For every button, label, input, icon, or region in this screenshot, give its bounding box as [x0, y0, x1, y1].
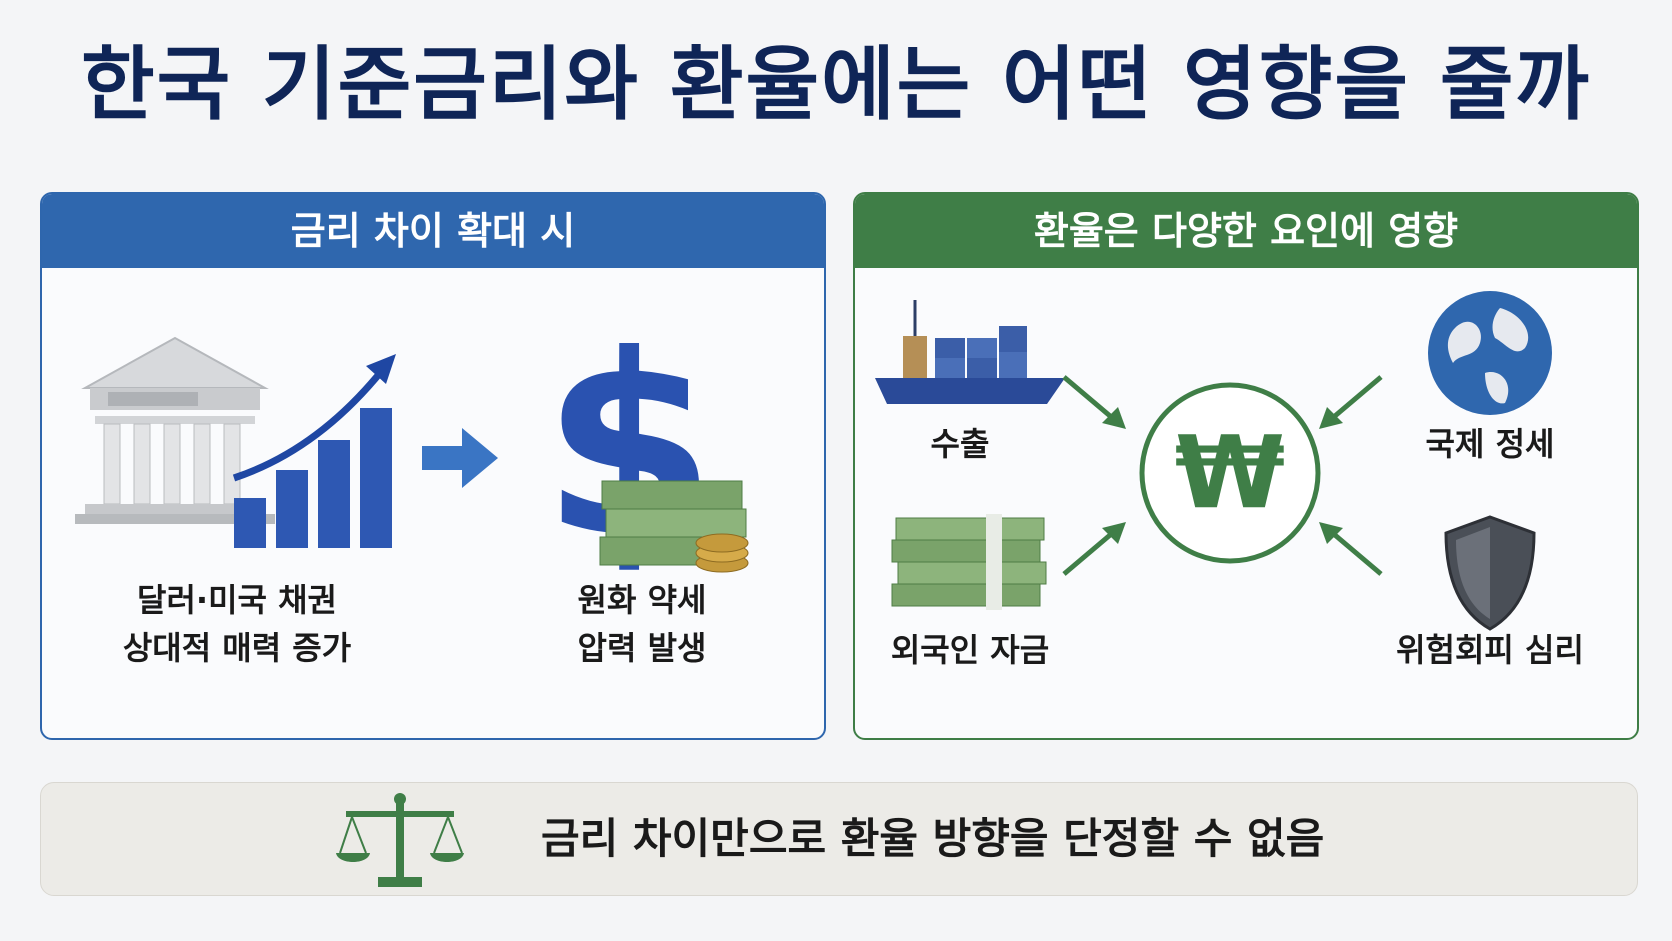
won-circle-icon: [1139, 382, 1321, 564]
factor-risk-aversion-label: 위험회피 심리: [1396, 631, 1584, 669]
conclusion-text: 금리 차이만으로 환율 방향을 단정할 수 없음: [541, 814, 1325, 863]
won-symbol: ₩: [1174, 414, 1286, 531]
right-arrow-icon: [422, 428, 498, 488]
factor-geopolitics-label: 국제 정세: [1425, 425, 1555, 463]
won-weakness-label: 원화 약세 압력 발생: [492, 576, 792, 672]
exchange-factors-panel: 환율은 다양한 요인에 영향 ₩ 수출 국제 정세: [853, 192, 1639, 740]
shield-icon: [1444, 515, 1536, 631]
growth-chart-icon: [232, 354, 396, 548]
dollar-bond-label: 달러·미국 채권 상대적 매력 증가: [72, 576, 402, 672]
arrow-from-globe-icon: [1319, 375, 1383, 429]
bank-building-icon: [75, 336, 275, 524]
arrow-from-risk-icon: [1319, 522, 1383, 576]
dollar-money-icon: $: [542, 301, 749, 592]
won-weakness-line2: 압력 발생: [577, 629, 707, 667]
exchange-factors-body: ₩ 수출 국제 정세 외국인: [855, 268, 1637, 738]
interest-gap-panel: 금리 차이 확대 시: [40, 192, 826, 740]
won-weakness-line1: 원화 약세: [577, 581, 707, 619]
exchange-factors-heading: 환율은 다양한 요인에 영향: [855, 194, 1637, 268]
conclusion-banner: 금리 차이만으로 환율 방향을 단정할 수 없음: [40, 782, 1638, 896]
dollar-bond-line2: 상대적 매력 증가: [122, 629, 352, 667]
interest-gap-body: $ 달러·미국 채권 상대적 매력 증가 원화 약세 압력 발생: [42, 268, 824, 738]
page-title: 한국 기준금리와 환율에는 어떤 영향을 줄까: [80, 38, 1592, 131]
factor-export-label: 수출: [930, 425, 990, 463]
arrow-from-capital-icon: [1062, 522, 1126, 576]
cargo-ship-icon: [875, 300, 1065, 404]
balance-scale-icon: [336, 793, 464, 887]
dollar-bond-line1: 달러·미국 채권: [137, 581, 337, 619]
arrow-from-export-icon: [1062, 375, 1126, 429]
cash-stack-icon: [891, 514, 1047, 610]
globe-icon: [1428, 291, 1552, 415]
factor-foreign-capital-label: 외국인 자금: [890, 631, 1050, 669]
interest-gap-heading: 금리 차이 확대 시: [42, 194, 824, 268]
